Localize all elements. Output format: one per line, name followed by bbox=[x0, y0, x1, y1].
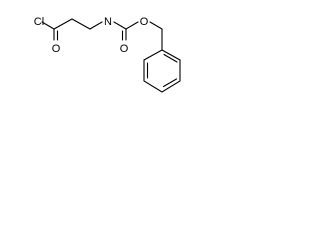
ring-double-2 bbox=[162, 78, 178, 88]
atom-acyl-oxygen: O bbox=[52, 43, 61, 55]
atom-chlorine: Cl bbox=[34, 16, 44, 28]
bonds bbox=[41, 18, 181, 93]
benzene-ring bbox=[143, 49, 181, 93]
bond-o2-ch2 bbox=[149, 21, 163, 30]
atom-carbamate-oxygen: O bbox=[120, 43, 129, 55]
bond-c3-n bbox=[89, 21, 103, 30]
bond-c2-c3 bbox=[71, 18, 91, 30]
bond-c1-c2 bbox=[53, 18, 73, 30]
ring-double-1 bbox=[163, 53, 178, 63]
bond-n-c4 bbox=[113, 21, 127, 30]
atom-labels: Cl O N O O bbox=[34, 16, 149, 55]
atom-ester-oxygen: O bbox=[140, 16, 149, 28]
atom-nitrogen: N bbox=[104, 16, 112, 28]
bond-cl-c1 bbox=[41, 21, 55, 30]
bond-c4-o2 bbox=[125, 21, 139, 30]
structure-diagram: Cl O N O O bbox=[34, 16, 181, 93]
